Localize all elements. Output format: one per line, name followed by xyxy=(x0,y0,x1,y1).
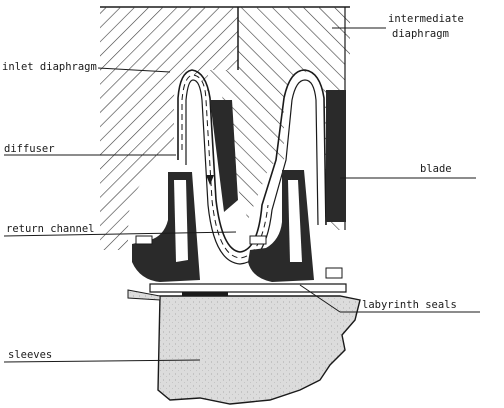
leader-labyrinth-seals xyxy=(299,284,341,313)
labyrinth-seal-left xyxy=(135,235,153,245)
impeller-right-inner xyxy=(288,180,302,262)
label-blade: blade xyxy=(420,163,452,175)
leader-return-channel xyxy=(3,231,237,237)
label-diffuser: diffuser xyxy=(4,143,55,155)
label-intermediate-diaphragm-1: intermediate xyxy=(388,13,464,25)
inlet-diaphragm-body xyxy=(100,7,238,250)
label-sleeves: sleeves xyxy=(8,349,52,361)
label-labyrinth-seals: labyrinth seals xyxy=(362,299,457,311)
label-intermediate-diaphragm-2: diaphragm xyxy=(392,28,449,40)
sleeves-body xyxy=(157,295,361,405)
labyrinth-seal-mid xyxy=(249,235,267,245)
return-channel-inner xyxy=(185,79,319,265)
leader-sleeves xyxy=(3,359,201,363)
diffuser-blade-left xyxy=(210,100,238,212)
return-channel-outline xyxy=(177,69,327,253)
flow-arrow-down xyxy=(206,175,214,185)
rotor-ring xyxy=(149,283,347,293)
impeller-left xyxy=(132,172,200,282)
leader-inlet-diaphragm xyxy=(97,67,171,73)
label-inlet-diaphragm: inlet diaphragm xyxy=(2,61,97,73)
labyrinth-seal-right xyxy=(325,267,343,279)
blade-right xyxy=(326,90,346,222)
impeller-left-inner xyxy=(174,180,188,262)
sleeve-left-edge xyxy=(127,289,161,301)
label-return-channel: return channel xyxy=(6,223,95,235)
intermediate-diaphragm-body xyxy=(208,7,350,230)
